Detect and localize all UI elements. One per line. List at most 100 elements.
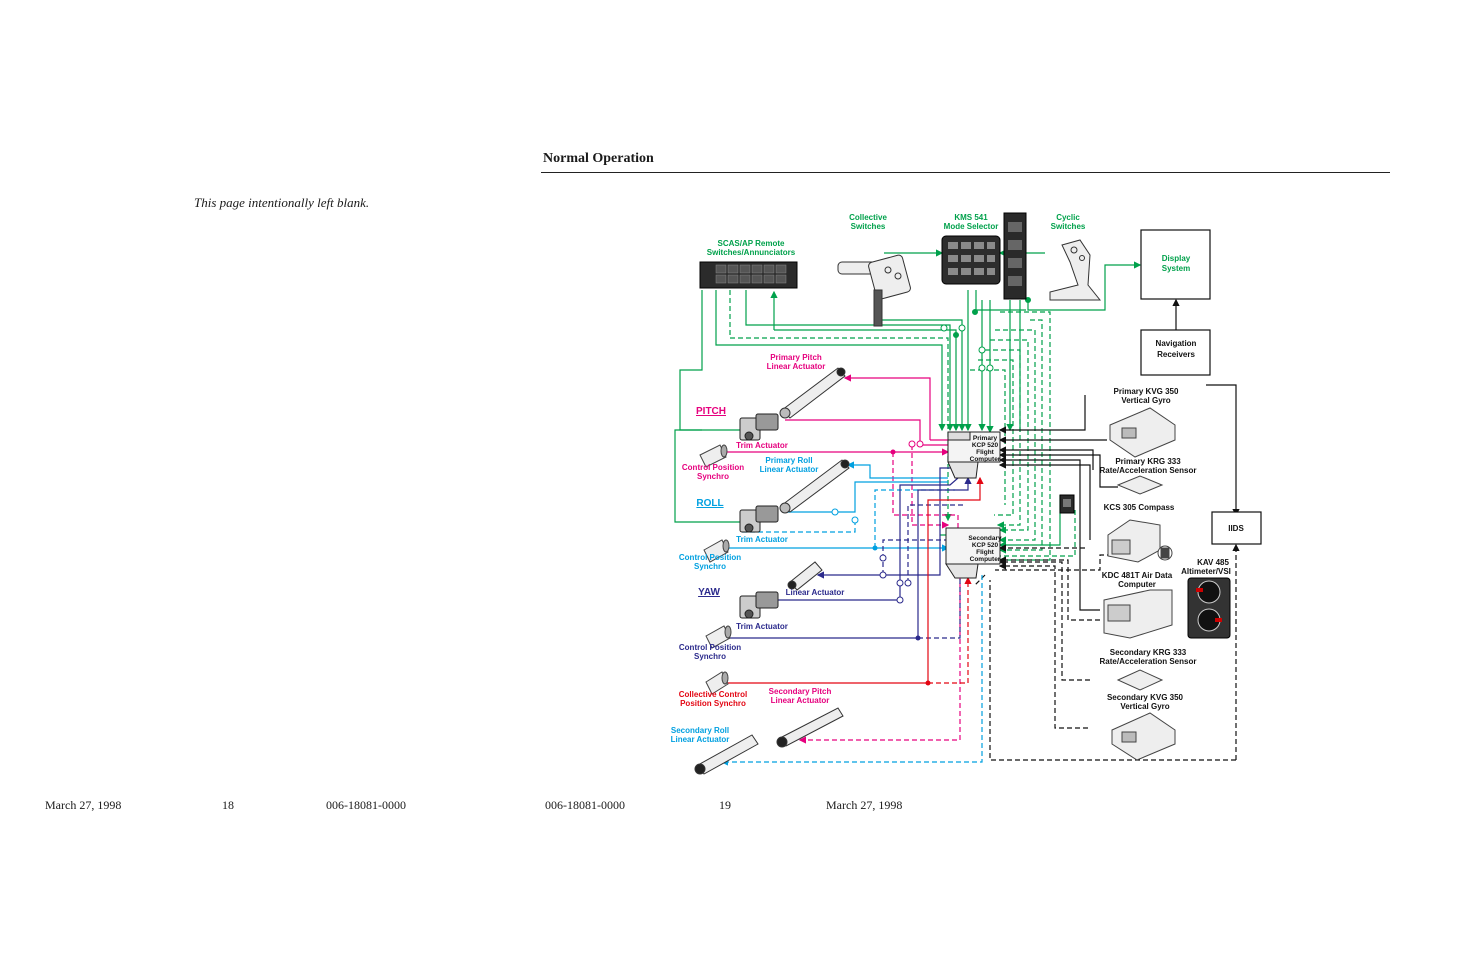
roll-control-position-synchro: [703, 539, 730, 563]
cyan-dashed-wiring: [720, 489, 983, 766]
magenta-nodes: [890, 449, 896, 455]
black-wiring: [998, 298, 1240, 611]
label-kms541: KMS 541: [954, 213, 988, 222]
label-sfc-3: Flight: [976, 549, 995, 556]
secondary-rate-sensor: [1116, 669, 1164, 691]
right-footer-page: 19: [719, 798, 731, 812]
label-secondary-pitch-actuator: Secondary Pitch: [769, 687, 832, 696]
label-cyclic-switches: Cyclic: [1056, 213, 1080, 222]
section-title: Normal Operation: [543, 151, 654, 166]
label-yaw-trim-actuator: Trim Actuator: [736, 622, 788, 631]
axis-label-yaw: YAW: [698, 587, 720, 598]
roll-trim-actuator: [739, 505, 779, 533]
label-pitch-synchro: Control Position: [682, 463, 744, 472]
magenta-wiring: [726, 374, 950, 456]
magenta-open-nodes: [908, 440, 924, 448]
secondary-roll-linear-actuator: [694, 734, 759, 775]
yaw-control-position-synchro: [705, 625, 732, 649]
navy-dashed-wiring: [882, 504, 965, 639]
label-collective-synchro-2: Position Synchro: [680, 699, 746, 708]
left-footer-doc: 006-18081-0000: [326, 798, 406, 812]
cyclic-annunciator-strip: [1003, 212, 1027, 300]
label-pfc-2: KCP 520: [972, 442, 999, 449]
label-secondary-kvg: Secondary KVG 350: [1107, 693, 1184, 702]
navy-nodes: [915, 635, 921, 641]
primary-rate-sensor: [1116, 475, 1164, 495]
label-yaw-synchro: Control Position: [679, 643, 741, 652]
red-nodes: [925, 680, 931, 686]
label-collective-synchro: Collective Control: [679, 690, 747, 699]
label-pitch-synchro-2: Synchro: [697, 472, 729, 481]
cyan-nodes: [872, 545, 878, 551]
label-secondary-roll-actuator-2: Linear Actuator: [671, 735, 730, 744]
label-navigation: Navigation: [1156, 339, 1197, 348]
label-kdc481t-2: Computer: [1118, 580, 1156, 589]
label-iids: IIDS: [1228, 524, 1244, 533]
label-kcs305: KCS 305 Compass: [1104, 503, 1175, 512]
label-kav485: KAV 485: [1197, 558, 1229, 567]
iids-box: [1211, 511, 1262, 545]
primary-flight-computer: [947, 431, 1001, 479]
green-nodes: [953, 297, 1031, 558]
label-primary-krg: Primary KRG 333: [1115, 457, 1181, 466]
label-collective-switches-2: Switches: [851, 222, 886, 231]
label-scas-2: Switches/Annunciators: [707, 248, 796, 257]
kdc-481t-air-data-computer: [1103, 589, 1173, 639]
label-primary-roll-actuator-2: Linear Actuator: [760, 465, 819, 474]
label-display-system-2: System: [1162, 264, 1190, 273]
label-roll-synchro: Control Position: [679, 553, 741, 562]
label-navigation-2: Receivers: [1157, 350, 1195, 359]
primary-vertical-gyro: [1109, 407, 1176, 458]
cyan-wiring: [726, 461, 950, 552]
left-footer-page: 18: [222, 798, 234, 812]
test-switch-box: [1059, 494, 1075, 514]
kav-485-altimeter-vsi: [1187, 577, 1231, 639]
label-primary-roll-actuator: Primary Roll: [765, 456, 812, 465]
label-secondary-krg-2: Rate/Acceleration Sensor: [1100, 657, 1197, 666]
axis-label-pitch: PITCH: [696, 406, 726, 417]
label-primary-kvg: Primary KVG 350: [1114, 387, 1179, 396]
green-open-nodes: [940, 324, 994, 372]
label-roll-trim-actuator: Trim Actuator: [736, 535, 788, 544]
title-rule: [541, 172, 1390, 173]
right-footer-date: March 27, 1998: [826, 798, 903, 812]
label-yaw-synchro-2: Synchro: [694, 652, 726, 661]
yaw-trim-actuator: [739, 591, 779, 619]
scas-panel: [699, 261, 798, 289]
secondary-pitch-linear-actuator: [776, 707, 844, 748]
blank-page-note: This page intentionally left blank.: [194, 195, 370, 210]
label-kav485-2: Altimeter/VSI: [1181, 567, 1231, 576]
left-footer-date: March 27, 1998: [45, 798, 122, 812]
label-scas: SCAS/AP Remote: [718, 239, 786, 248]
display-system-box: [1140, 229, 1211, 300]
label-secondary-roll-actuator: Secondary Roll: [671, 726, 729, 735]
label-sfc-1: Secondary: [968, 535, 1002, 542]
secondary-vertical-gyro: [1111, 712, 1176, 761]
cyclic-switch-grip: [1049, 239, 1102, 301]
pitch-trim-actuator: [739, 413, 779, 441]
label-primary-kvg-2: Vertical Gyro: [1121, 396, 1170, 405]
secondary-flight-computer: [945, 527, 1001, 579]
red-wiring: [724, 476, 984, 684]
collective-switch-grip: [837, 254, 911, 327]
label-sfc-4: Computer: [970, 556, 1001, 563]
label-secondary-krg: Secondary KRG 333: [1110, 648, 1187, 657]
magenta-dashed-wiring: [798, 445, 961, 744]
label-display-system: Display: [1162, 254, 1191, 263]
label-pfc-1: Primary: [973, 435, 998, 442]
label-secondary-pitch-actuator-2: Linear Actuator: [771, 696, 830, 705]
right-footer-doc: 006-18081-0000: [545, 798, 625, 812]
cyan-open-nodes: [831, 508, 859, 524]
red-dashed-wiring: [928, 576, 972, 684]
label-primary-pitch-actuator-2: Linear Actuator: [767, 362, 826, 371]
label-pfc-4: Computer: [970, 456, 1001, 463]
kcs-305-compass: [1107, 519, 1173, 563]
label-collective-switches: Collective: [849, 213, 887, 222]
label-secondary-kvg-2: Vertical Gyro: [1120, 702, 1169, 711]
navy-open-nodes: [879, 554, 912, 604]
navy-wiring: [726, 467, 972, 639]
collective-control-position-synchro: [705, 671, 729, 695]
label-kdc481t: KDC 481T Air Data: [1102, 571, 1173, 580]
primary-pitch-linear-actuator: [779, 367, 846, 419]
